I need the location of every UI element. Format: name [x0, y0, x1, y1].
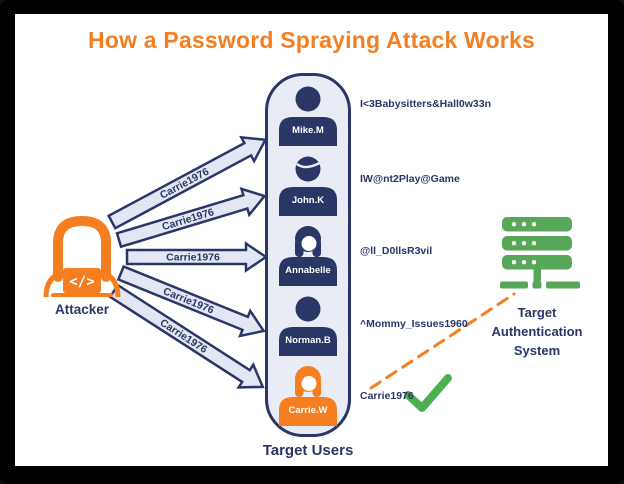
password-label: Carrie1976 — [360, 390, 414, 402]
password-label: ^Mommy_Issues1960 — [360, 318, 468, 330]
password-label: IW@nt2Play@Game — [360, 173, 460, 185]
arrow-shape — [115, 187, 267, 249]
user-avatar-norman-b: Norman.B — [276, 294, 340, 356]
hacker-at-laptop-icon: </> — [43, 215, 121, 300]
password-label: I<3Babysitters&Hall0w33n — [360, 98, 492, 110]
arrow-shape — [125, 241, 269, 273]
male-avatar-icon — [279, 156, 337, 216]
female-avatar-icon — [279, 366, 337, 426]
diagram-title: How a Password Spraying Attack Works — [88, 27, 535, 53]
auth-system-label: Target Authentication System — [467, 303, 607, 360]
user-avatar-carrie-w: Carrie.W — [276, 364, 340, 426]
target-users-panel: Mike.M John.K Annabelle — [265, 73, 351, 437]
user-name: Annabelle — [285, 265, 331, 276]
target-users-label: Target Users — [262, 442, 354, 459]
arrow-label: Carrie1976 — [158, 317, 210, 356]
arrow-label: Carrie1976 — [161, 285, 215, 316]
user-avatar-mike-m: Mike.M — [276, 84, 340, 146]
arrow-label: Carrie1976 — [158, 166, 211, 202]
arrow-shape — [106, 135, 268, 230]
male-avatar-icon — [279, 86, 337, 146]
arrow-label: Carrie1976 — [166, 252, 220, 264]
password-label: @ll_D0llsR3vil — [360, 245, 433, 257]
spray-arrow: Carrie1976 — [125, 241, 269, 273]
server-stack-icon — [500, 217, 580, 289]
auth-system-label-line: Authentication — [491, 324, 583, 339]
female-avatar-icon — [279, 226, 337, 286]
attacker-icon: </> — [40, 213, 124, 300]
auth-system-label-line: System — [513, 343, 561, 358]
user-name: Carrie.W — [288, 405, 328, 416]
auth-system-label-line: Target — [517, 305, 557, 320]
diagram-canvas: How a Password Spraying Attack Works Car… — [15, 14, 608, 466]
user-name: Mike.M — [292, 125, 324, 136]
arrow-shape — [108, 283, 265, 389]
spray-arrow: Carrie1976 — [116, 264, 266, 338]
arrow-shape — [116, 264, 266, 338]
user-avatar-john-k: John.K — [276, 154, 340, 216]
svg-text:</>: </> — [69, 274, 94, 290]
spray-arrow: Carrie1976 — [108, 283, 265, 389]
user-name: John.K — [291, 195, 325, 206]
spray-arrow: Carrie1976 — [115, 187, 267, 249]
male-avatar-icon — [279, 296, 337, 356]
arrow-label: Carrie1976 — [161, 206, 216, 233]
attacker-label: Attacker — [54, 302, 110, 317]
user-name: Norman.B — [285, 335, 331, 346]
user-avatar-annabelle: Annabelle — [276, 224, 340, 286]
auth-server-icon — [500, 214, 580, 292]
spray-arrow: Carrie1976 — [106, 135, 268, 230]
success-checkmark-icon — [404, 374, 452, 412]
